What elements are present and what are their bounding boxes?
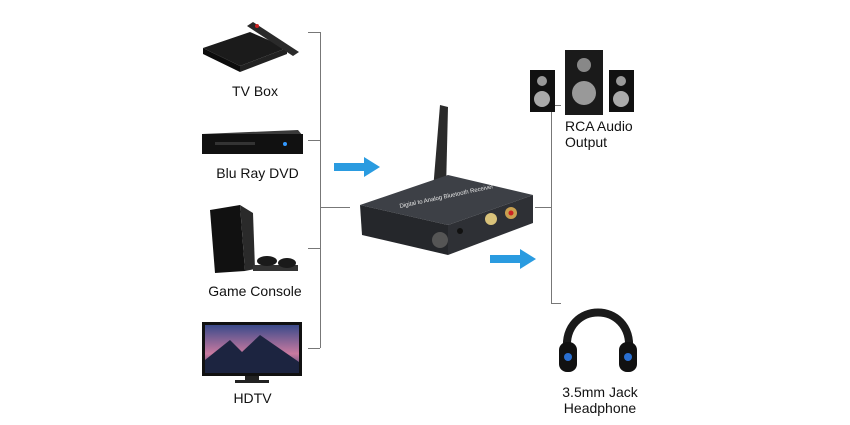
connector [308,348,320,349]
tv-box-image [203,22,299,72]
headphone-label-line2: Headphone [563,400,637,416]
input-arrow-icon [334,157,380,177]
connector [551,105,561,106]
headphones-image [559,308,637,372]
speakers-image [530,50,634,115]
dac-receiver-device-image: Digital to Analog Bluetooth Receiver [360,105,533,255]
source-bus-line [320,32,321,348]
source-label-hdtv: HDTV [233,390,272,406]
headphone-label-line1: 3.5mm Jack [562,384,638,400]
output-arrow-icon [490,249,536,269]
blu-ray-player-image [202,130,303,154]
game-console-image [210,205,298,273]
hdtv-image [202,322,302,383]
output-label-headphone: 3.5mm Jack Headphone [555,384,645,416]
connector [551,303,561,304]
output-label-rca-audio: RCA Audio Output [565,118,633,150]
connector [320,207,350,208]
connector [308,248,320,249]
connector [308,32,320,33]
connector [535,207,551,208]
rca-label-line2: Output [565,134,608,150]
source-label-tv-box: TV Box [232,83,278,99]
connector [308,140,320,141]
output-bus-line [551,105,552,303]
rca-label-line1: RCA Audio [565,118,633,134]
source-label-blu-ray-dvd: Blu Ray DVD [216,165,299,181]
source-label-game-console: Game Console [208,283,302,299]
